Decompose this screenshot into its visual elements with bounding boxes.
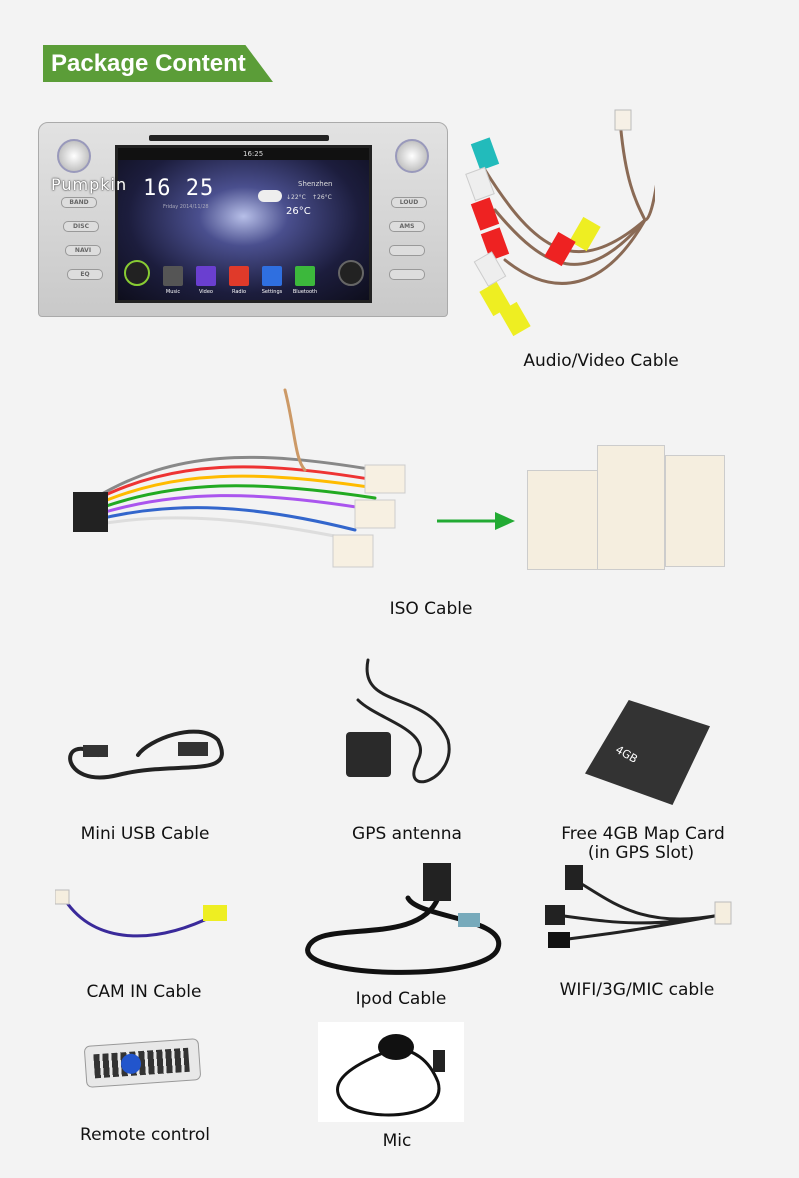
bluetooth-app-icon	[295, 266, 315, 286]
home-button	[389, 245, 425, 256]
status-time: 16:25	[243, 150, 264, 158]
apps-drawer-icon	[338, 260, 364, 286]
gps-antenna-image	[346, 658, 451, 784]
mini-usb-label: Mini USB Cable	[80, 824, 210, 844]
disc-slot	[149, 135, 329, 141]
mic-image	[318, 1022, 464, 1122]
ams-button: AMS	[389, 221, 425, 232]
clock: 16 25	[143, 176, 215, 201]
music-app-label: Music	[165, 289, 181, 295]
loud-button: LOUD	[391, 197, 427, 208]
map-card-label-line1: Free 4GB Map Card	[561, 824, 725, 844]
ipod-cable-image	[305, 863, 502, 975]
low-temp: ↓22°C	[286, 194, 306, 201]
high-temp: ↑26°C	[312, 194, 332, 201]
android-screen: 16:25 16 25 Friday 2014/11/28 Shenzhen ↓…	[115, 145, 372, 303]
iso-plug	[73, 492, 108, 532]
head-unit-image: BAND DISC NAVI EQ LOUD AMS 16:25 16 25 F…	[38, 122, 448, 317]
bluetooth-app-label: Bluetooth	[292, 289, 318, 295]
status-bar: 16:25	[118, 148, 369, 160]
date: Friday 2014/11/28	[163, 204, 209, 210]
city: Shenzhen	[298, 180, 333, 188]
band-button: BAND	[61, 197, 97, 208]
mini-usb-cable-image	[68, 729, 224, 780]
car-button-icon	[124, 260, 150, 286]
radio-app-label: Radio	[231, 289, 247, 295]
map-card-label-line2: (in GPS Slot)	[587, 843, 695, 863]
arrow-icon	[437, 512, 515, 530]
current-temp: 26°C	[286, 206, 311, 217]
sd-card-image: 4GB	[585, 700, 710, 805]
logo: Pumpkin	[51, 175, 128, 194]
remote-control-image	[83, 1038, 202, 1088]
settings-app-icon	[262, 266, 282, 286]
back-button	[389, 269, 425, 280]
iso-cable-image	[73, 388, 406, 568]
cam-in-cable-image	[55, 889, 227, 938]
rca-plugs	[465, 109, 632, 337]
video-app-label: Video	[198, 289, 213, 295]
radio-app-icon	[229, 266, 249, 286]
disc-button: DISC	[63, 221, 99, 232]
weather-icon	[258, 190, 282, 202]
av-cable-label: Audio/Video Cable	[523, 351, 679, 371]
mic-label: Mic	[382, 1131, 412, 1151]
ipod-cable-label: Ipod Cable	[355, 989, 447, 1009]
package-content-banner: Package Content	[43, 45, 273, 82]
volume-knob	[57, 139, 91, 173]
sd-card-text: 4GB	[613, 743, 640, 766]
remote-control-label: Remote control	[80, 1125, 210, 1145]
settings-app-label: Settings	[261, 289, 283, 295]
wifi-3g-mic-label: WIFI/3G/MIC cable	[559, 980, 715, 1000]
iso-connector-image	[527, 445, 725, 570]
music-app-icon	[163, 266, 183, 286]
navi-button: NAVI	[65, 245, 101, 256]
video-app-icon	[196, 266, 216, 286]
iso-cable-label: ISO Cable	[389, 599, 473, 619]
wifi-3g-mic-cable-image	[545, 865, 732, 948]
cam-in-label: CAM IN Cable	[86, 982, 202, 1002]
volume-knob-right	[395, 139, 429, 173]
av-cable-image	[465, 109, 655, 337]
gps-antenna-label: GPS antenna	[352, 824, 462, 844]
eq-button: EQ	[67, 269, 103, 280]
